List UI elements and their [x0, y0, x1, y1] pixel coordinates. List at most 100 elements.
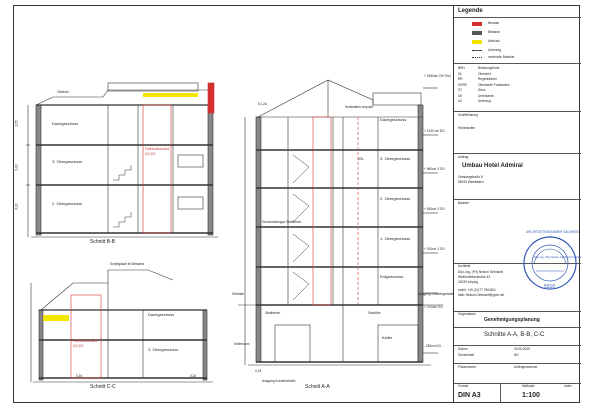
floor-label-aa-2: 2. Obergeschoss [380, 196, 411, 201]
floor-label-cc-1: 3. Obergeschoss [148, 347, 179, 352]
floor-label-aa-3: 1. Obergeschoss [380, 236, 411, 241]
section-cc [30, 269, 213, 383]
gezeichnet-value: NG [514, 353, 519, 357]
address-line-1: Geisbergstraße 8 [458, 175, 483, 179]
legend-label-abbruch: Abbruch [488, 39, 500, 43]
floor-label-aa-1: 3. Obergeschoss [380, 156, 411, 161]
label-ksl: KSL [358, 157, 365, 161]
architekt-line-4: Mail: Nelson.Gebhardt@gmx.net [458, 293, 505, 297]
label-fahrstuhl-cc: Fahrstuhlschacht [73, 339, 98, 343]
stamp-middle: Dipl.-Ing. (FH) Nelson Gebhardt Architek… [534, 256, 582, 259]
abbreviation-meaning: Sturz [478, 88, 486, 92]
dim-bb-2: 3,10 [14, 203, 19, 210]
level-3: + 630cm 2.OG [424, 207, 445, 211]
label-geschossdecke: Geschosstreppe Stahlbeton [262, 220, 302, 224]
architekt-line-0: Dipl.-Ing. (FH) Nelson Gebhardt [458, 270, 503, 274]
label-plannummer: Plannummer [458, 365, 477, 369]
dim-bb-1: 3,10 [14, 164, 19, 171]
stamp-top: ARCHITEKTENKAMMER SACHSEN [526, 230, 579, 234]
abbreviation-meaning: Regenfallrohr [478, 77, 498, 81]
floor-label-cc-0: Dachgeschoss [148, 312, 175, 317]
label-ausgang: Ausgang Geisbergstraße [418, 292, 454, 296]
label-auftragsnummer: Auftragsnummer [514, 365, 538, 369]
gegenstand-value: Genehmigungsplanung [484, 317, 540, 323]
label-fahrstuhl-bb-2: KG-DG [145, 152, 156, 156]
floor-label-aa-4: Erdgeschoss [380, 274, 404, 279]
legend-label-neubau: Neubau [488, 21, 500, 25]
floor-label-bb-1: 3. Obergeschoss [52, 159, 83, 164]
abbreviation-code: RR [458, 77, 463, 81]
label-format: Format [458, 384, 469, 388]
abbreviation-code: UK [458, 93, 463, 98]
dim-bb-0: 1,55 [14, 120, 19, 127]
abbreviation-meaning: Unterzug [478, 99, 491, 103]
label-fahrstuhl-cc-2: KG-DG [73, 344, 84, 348]
legend-title: Legende [458, 8, 483, 14]
label-kellerraum: Kellerraum [234, 342, 250, 346]
dim-cc-0: 0,24 [76, 374, 83, 378]
label-architekt: Architekt [458, 264, 471, 268]
level-4: + 310cm 1.OG [424, 247, 445, 251]
massstab-value: 1:100 [522, 392, 540, 399]
floor-label-aa-5: Keller [382, 335, 393, 340]
legend-label-unterzug: Unterzüg [488, 48, 501, 52]
architect-stamp [523, 236, 577, 290]
level-1: + 1240 cm DG [424, 129, 445, 133]
label-gelaende: Gelände [232, 292, 245, 296]
project-title: Umbau Hotel Admiral [462, 163, 523, 169]
stamp-number: 5910 [544, 284, 556, 290]
legend-label-bestand: Bestand [488, 30, 500, 34]
address-line-2: 65193 Wiesbaden [458, 180, 484, 184]
label-giebel: Giebel [57, 89, 69, 94]
section-aa [238, 79, 443, 366]
floor-label-bb-2: 2. Obergeschoss [52, 201, 83, 206]
label-eingang: Ausgang Kundenstraße [262, 379, 296, 383]
format-value: DIN A3 [458, 392, 481, 399]
label-fahrstuhl-bb: Fahrstuhlschacht [145, 147, 170, 151]
label-datum: Datum [458, 347, 468, 351]
label-gegenstand: Gegenstand [458, 312, 476, 316]
title-block: Legende Neubau Bestand Abbruch Unterzüg … [453, 5, 582, 403]
label-auftrag: Auftrag [458, 155, 469, 159]
level-5: + 0.00cm EG [424, 305, 443, 309]
label-stahlbeton: Stahlbeton [265, 311, 281, 315]
level-0: + 1550cm OK First [424, 74, 451, 78]
abbreviation-meaning: Unterkante [478, 93, 494, 98]
label-schriftfuehrung: Schriftführung [458, 113, 478, 117]
abbreviation-meaning: Brüstungshöhe [478, 66, 500, 70]
abbreviation-code: UZ [458, 99, 463, 103]
legend-swatch-neubau [472, 22, 482, 26]
abbreviation-meaning: Oberlicht [478, 71, 491, 76]
floor-label-bb-0: Dachgeschoss [52, 121, 79, 126]
section-title-aa: Schnitt A-A [305, 384, 330, 390]
label-gezeichnet: Gezeichnet [458, 353, 475, 357]
section-title-cc: Schnitt C-C [90, 384, 116, 390]
abbreviation-meaning: Oberkante Fussboden [478, 82, 510, 87]
label-gewoelbe: Gewölbe [368, 311, 381, 315]
legend-line-verdeckt [472, 57, 482, 58]
label-hoehenkoten: Höhenkoten [458, 126, 476, 130]
abbreviation-code: OKFB [458, 82, 467, 87]
abbreviation-code: BRH [458, 66, 465, 70]
dim-cc-1: 0,24 [190, 374, 197, 378]
abbreviation-code: OL [458, 71, 463, 76]
label-schraegdach: Schrägdach im Bestand [110, 262, 144, 266]
dim-aa-0: 0,24 [255, 369, 262, 373]
format-divider [500, 383, 501, 403]
abbreviation-code: ST [458, 88, 463, 92]
legend-line-unterzug [472, 50, 482, 51]
architekt-line-2: 04229 Leipzig [458, 280, 478, 284]
sheet-title: Schnitte A-A, B-B, C-C [484, 332, 545, 338]
architekt-line-3: mobil: +49 (0)177 7804811 [458, 288, 496, 292]
level-6: - 281cm KG [424, 344, 442, 348]
level-2: + 960cm 3.OG [424, 167, 445, 171]
floor-label-aa-0: Dachgeschoss [380, 117, 407, 122]
label-index: Index [564, 384, 572, 388]
section-drawings [26, 79, 443, 383]
label-holzbalken-aa: Holzbalken verputzt [345, 105, 373, 109]
legend-swatch-abbruch [472, 40, 482, 44]
section-bb [26, 82, 218, 238]
label-massstab: Maßstab [522, 384, 535, 388]
datum-value: 09.05.2019 [514, 347, 530, 351]
